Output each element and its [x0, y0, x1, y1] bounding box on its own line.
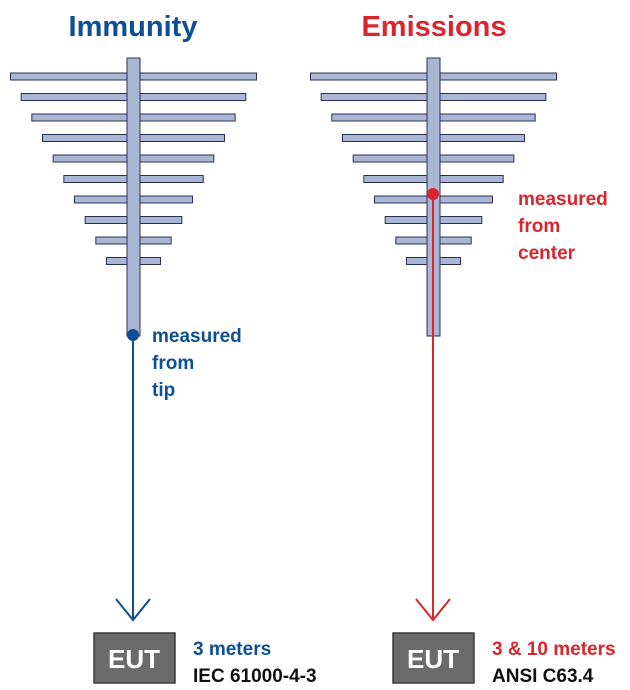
- immunity-note-line-2: from: [152, 353, 194, 374]
- immunity-antenna-boom: [126, 57, 141, 337]
- emissions-eut-label: EUT: [407, 644, 459, 674]
- immunity-standard: IEC 61000-4-3: [193, 666, 317, 687]
- emissions-note-line-2: from: [518, 216, 560, 237]
- emissions-title: Emissions: [361, 11, 506, 43]
- emissions-distance: 3 & 10 meters: [492, 639, 616, 660]
- emissions-panel: Emissions measured from center EUT 3 & 1…: [310, 11, 616, 687]
- emissions-center-marker: [427, 188, 439, 200]
- emissions-note-line-1: measured: [518, 189, 608, 210]
- emissions-note-line-3: center: [518, 243, 576, 264]
- immunity-panel: Immunity measured from tip EUT 3 meters …: [10, 11, 317, 687]
- immunity-eut-box: EUT: [93, 632, 176, 684]
- emissions-measurement-note: measured from center: [518, 189, 613, 264]
- immunity-antenna: [10, 57, 257, 337]
- emissions-eut-box: EUT: [392, 632, 475, 684]
- immunity-tip-marker: [127, 329, 139, 341]
- immunity-distance: 3 meters: [193, 639, 271, 660]
- immunity-measurement-note: measured from tip: [152, 326, 247, 401]
- emissions-arrow-head: [415, 598, 451, 622]
- immunity-title: Immunity: [69, 11, 198, 43]
- immunity-eut-label: EUT: [108, 644, 160, 674]
- emissions-eut-rect: [392, 632, 475, 684]
- immunity-note-line-3: tip: [152, 380, 175, 401]
- immunity-eut-rect: [93, 632, 176, 684]
- emissions-standard: ANSI C63.4: [492, 666, 594, 687]
- immunity-arrow-head: [115, 598, 151, 622]
- immunity-note-line-1: measured: [152, 326, 242, 347]
